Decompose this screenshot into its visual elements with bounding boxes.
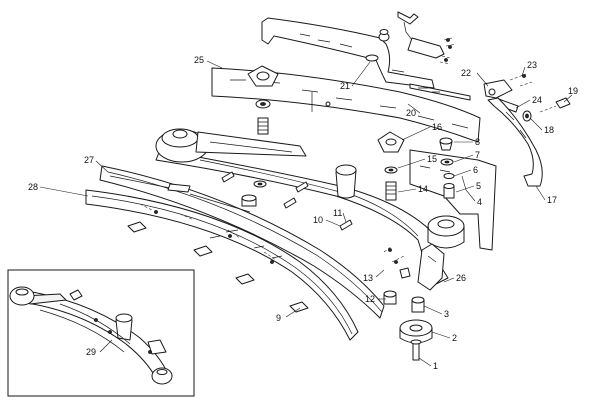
callout-6: 6 <box>473 165 478 175</box>
callout-24: 24 <box>532 95 542 105</box>
right-rod-hardware <box>409 73 571 122</box>
right-bracket-part-17 <box>487 97 543 187</box>
spacer-stack-parts-5-8 <box>439 137 455 199</box>
inset-assembled-view <box>7 269 195 397</box>
curved-rail-part-28 <box>85 189 359 341</box>
callout-1: 1 <box>433 361 438 371</box>
callout-23: 23 <box>527 60 537 70</box>
callout-18: 18 <box>544 125 554 135</box>
callout-3: 3 <box>444 309 449 319</box>
pin-parts-10-13 <box>221 171 411 305</box>
front-roller-housing <box>155 128 307 163</box>
lower-panel-part-4 <box>409 149 497 251</box>
callout-26: 26 <box>456 273 466 283</box>
callout-8: 8 <box>475 137 480 147</box>
caster-wheel <box>427 215 465 249</box>
callout-21: 21 <box>340 81 350 91</box>
bracket-hardware-cluster <box>378 11 457 98</box>
callout-11: 11 <box>333 208 342 218</box>
callout-29: 29 <box>86 347 96 357</box>
callout-labels: 1 2 3 4 5 6 7 8 9 10 11 12 13 14 15 16 1… <box>28 55 578 371</box>
wheel-and-bolt-parts-1-3 <box>399 296 433 361</box>
rail-clip-hardware <box>127 221 309 313</box>
callout-20: 20 <box>406 108 416 118</box>
callout-25: 25 <box>194 55 204 65</box>
main-channel-rail <box>155 149 449 285</box>
curved-rail-part-27 <box>99 165 385 319</box>
callout-19: 19 <box>568 86 578 96</box>
callout-2: 2 <box>452 333 457 343</box>
callout-9: 9 <box>276 313 281 323</box>
callout-17: 17 <box>547 195 557 205</box>
callout-leader-lines <box>39 60 573 367</box>
upper-nut-assembly <box>247 65 279 135</box>
top-bracket-part-21 <box>261 17 435 89</box>
callout-13: 13 <box>363 273 373 283</box>
callout-27: 27 <box>84 155 94 165</box>
callout-28: 28 <box>28 182 38 192</box>
callout-22: 22 <box>461 68 471 78</box>
upright-post-assembly <box>335 131 405 201</box>
callout-15: 15 <box>427 154 437 164</box>
end-bracket-part-26 <box>417 243 445 291</box>
upper-panel-part-25 <box>211 67 481 143</box>
callout-5: 5 <box>476 181 481 191</box>
callout-4: 4 <box>477 197 482 207</box>
callout-16: 16 <box>432 122 442 132</box>
callout-10: 10 <box>313 215 323 225</box>
callout-12: 12 <box>365 294 375 304</box>
callout-14: 14 <box>418 184 428 194</box>
callout-7: 7 <box>475 150 480 160</box>
